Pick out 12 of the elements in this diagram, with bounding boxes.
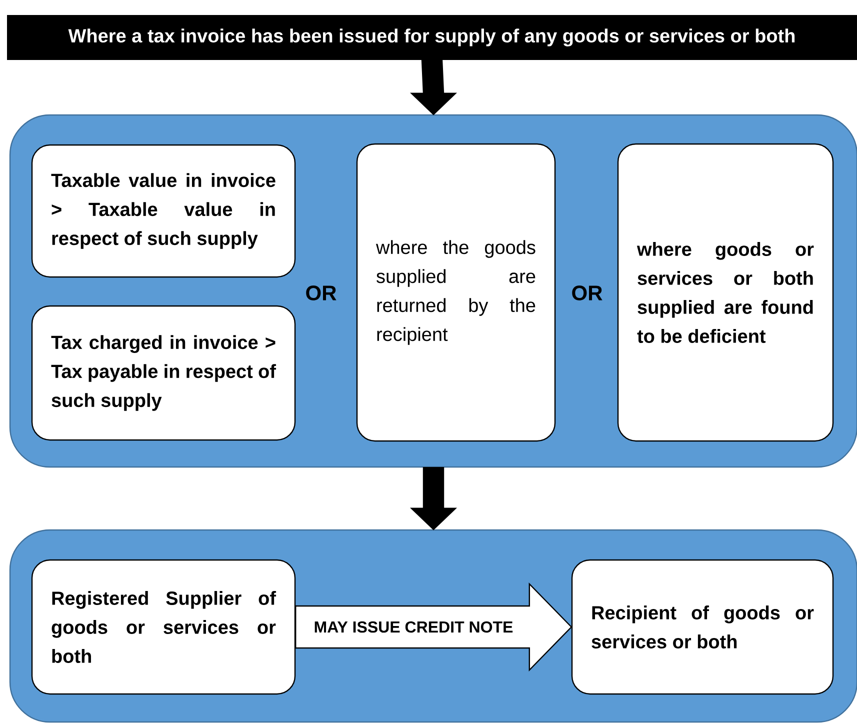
down-arrow: [410, 467, 457, 530]
or-label: OR: [572, 286, 602, 300]
text-card: Taxable value in invoice > Taxable value in respect of such supply: [31, 144, 296, 278]
down-arrow: [410, 60, 457, 116]
text-card: Registered Supplier of goods or services or both: [31, 559, 296, 695]
text-card: Recipient of goods or services or both: [571, 559, 834, 695]
text-card: where the goods supplied are returned by the recipient: [356, 143, 556, 442]
text-card: Tax charged in invoice > Tax payable in respect of such supply: [31, 305, 296, 441]
text-card: where goods or services or both supplied are found to be deficient: [617, 143, 834, 442]
or-label: OR: [306, 286, 336, 300]
title-banner: Where a tax invoice has been issued for supply of any goods or services or both: [7, 15, 857, 60]
arrow-label: MAY ISSUE CREDIT NOTE: [312, 620, 514, 634]
